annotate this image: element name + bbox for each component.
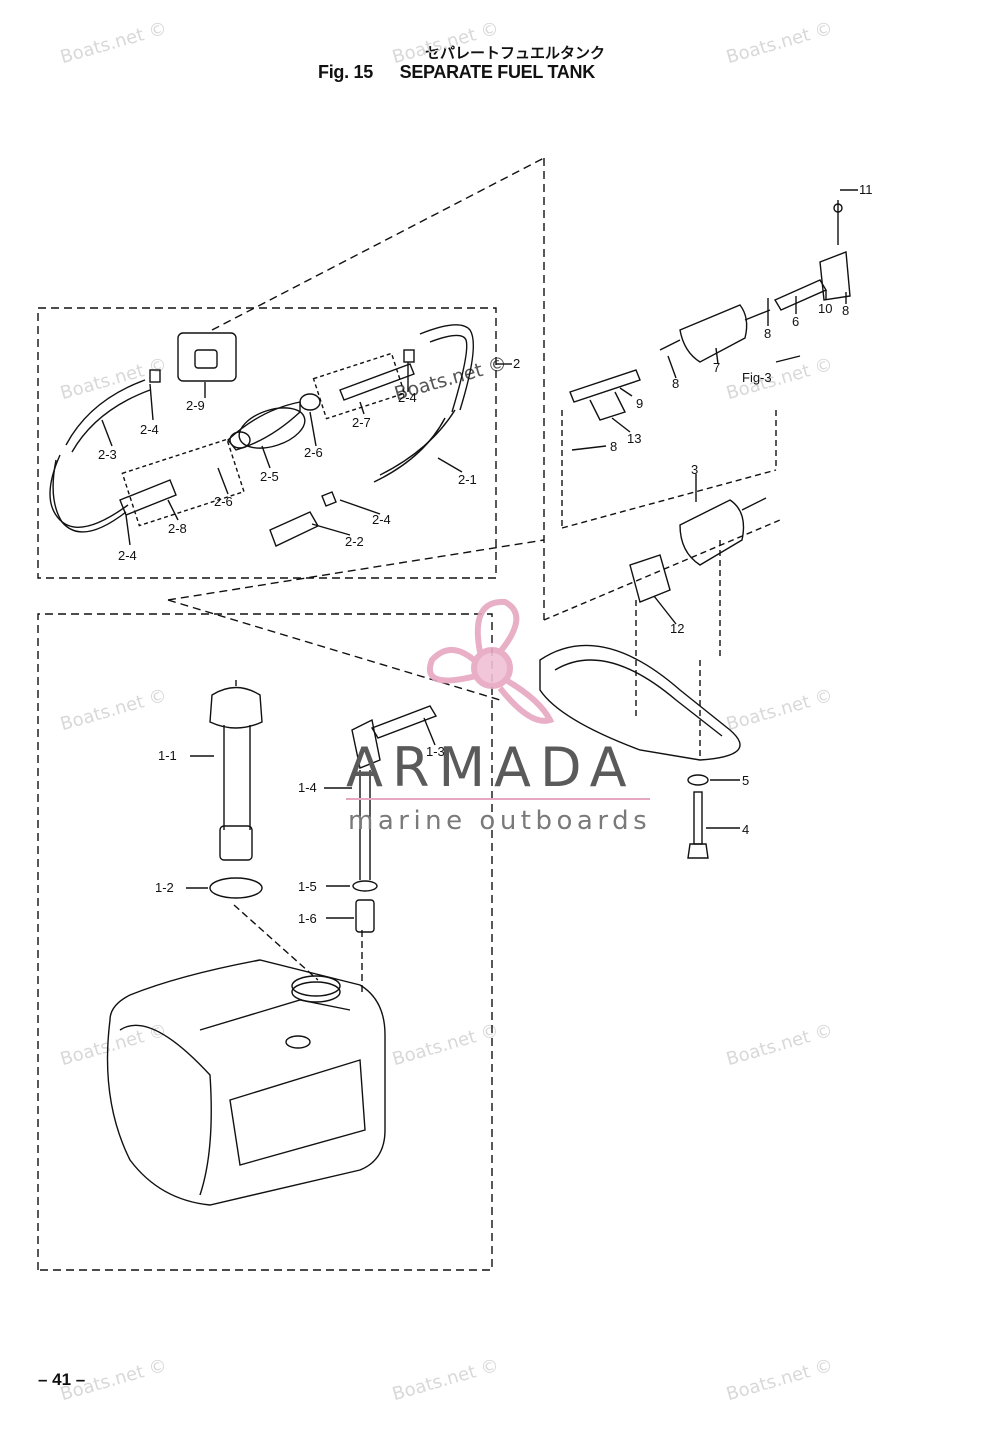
part-label-2-4: 2-4 (140, 422, 159, 437)
part-label-2-7: 2-7 (352, 415, 371, 430)
part-label-1-1: 1-1 (158, 748, 177, 763)
brand-tagline: marine outboards (348, 806, 652, 836)
figure-number: Fig. 15 (318, 62, 373, 82)
part-label-2: 2 (513, 356, 520, 371)
part-label-2-3: 2-3 (98, 447, 117, 462)
brand-divider (346, 798, 650, 800)
figure-reference: Fig-3 (742, 370, 772, 385)
fuel-tank (106, 959, 386, 1206)
part-label-9: 9 (636, 396, 643, 411)
part-label-8: 8 (842, 303, 849, 318)
part-label-2-1: 2-1 (458, 472, 477, 487)
part-label-13: 13 (627, 431, 641, 446)
part-label-2-4: 2-4 (398, 390, 417, 405)
part-label-2-6: 2-6 (214, 494, 233, 509)
hose-fitting-2-2 (269, 511, 319, 547)
gasket-1-2 (209, 877, 263, 899)
part-label-1-4: 1-4 (298, 780, 317, 795)
part-label-4: 4 (742, 822, 749, 837)
part-label-12: 12 (670, 621, 684, 636)
part-label-1-3: 1-3 (426, 744, 445, 759)
primer-bulb-2-5 (238, 407, 306, 449)
part-label-3: 3 (691, 462, 698, 477)
page-number: – 41 – (38, 1370, 86, 1389)
gauge-cap-1-1 (209, 686, 263, 729)
figure-title: Fig. 15 SEPARATE FUEL TANK (318, 62, 595, 83)
connector-2-9 (177, 332, 237, 382)
part-label-2-5: 2-5 (260, 469, 279, 484)
part-label-8: 8 (764, 326, 771, 341)
part-label-2-4: 2-4 (372, 512, 391, 527)
part-labels: 1-1 1-2 1-3 1-4 1-5 1-6 2 2-1 2-2 2-3 2-… (98, 182, 873, 926)
part-label-2-8: 2-8 (168, 521, 187, 536)
part-label-2-2: 2-2 (345, 534, 364, 549)
hose-assembly-box (37, 307, 497, 579)
part-label-8: 8 (672, 376, 679, 391)
part-label-2-6: 2-6 (304, 445, 323, 460)
pipe-9 (569, 369, 641, 403)
figure-name: SEPARATE FUEL TANK (399, 62, 596, 82)
bracket-10 (819, 251, 851, 301)
part-label-10: 10 (818, 301, 832, 316)
part-label-1-2: 1-2 (155, 880, 174, 895)
brand-watermark: ARMADA (346, 736, 636, 799)
filter-7 (679, 304, 748, 363)
propeller-logo (427, 598, 555, 724)
part-label-6: 6 (792, 314, 799, 329)
part-label-7: 7 (713, 360, 720, 375)
part-label-5: 5 (742, 773, 749, 788)
tank-assembly-box (37, 613, 493, 1271)
part-label-11: 11 (859, 182, 873, 197)
part-label-2-4: 2-4 (118, 548, 137, 563)
part-label-1-5: 1-5 (298, 879, 317, 894)
title-japanese: セパレートフュエルタンク (424, 44, 605, 62)
part-label-8: 8 (610, 439, 617, 454)
connector-3 (679, 499, 745, 566)
part-label-1-6: 1-6 (298, 911, 317, 926)
fitting-1-4 (351, 718, 381, 769)
filter-1-6 (355, 899, 375, 933)
bracket-12 (629, 554, 671, 603)
part-label-2-9: 2-9 (186, 398, 205, 413)
